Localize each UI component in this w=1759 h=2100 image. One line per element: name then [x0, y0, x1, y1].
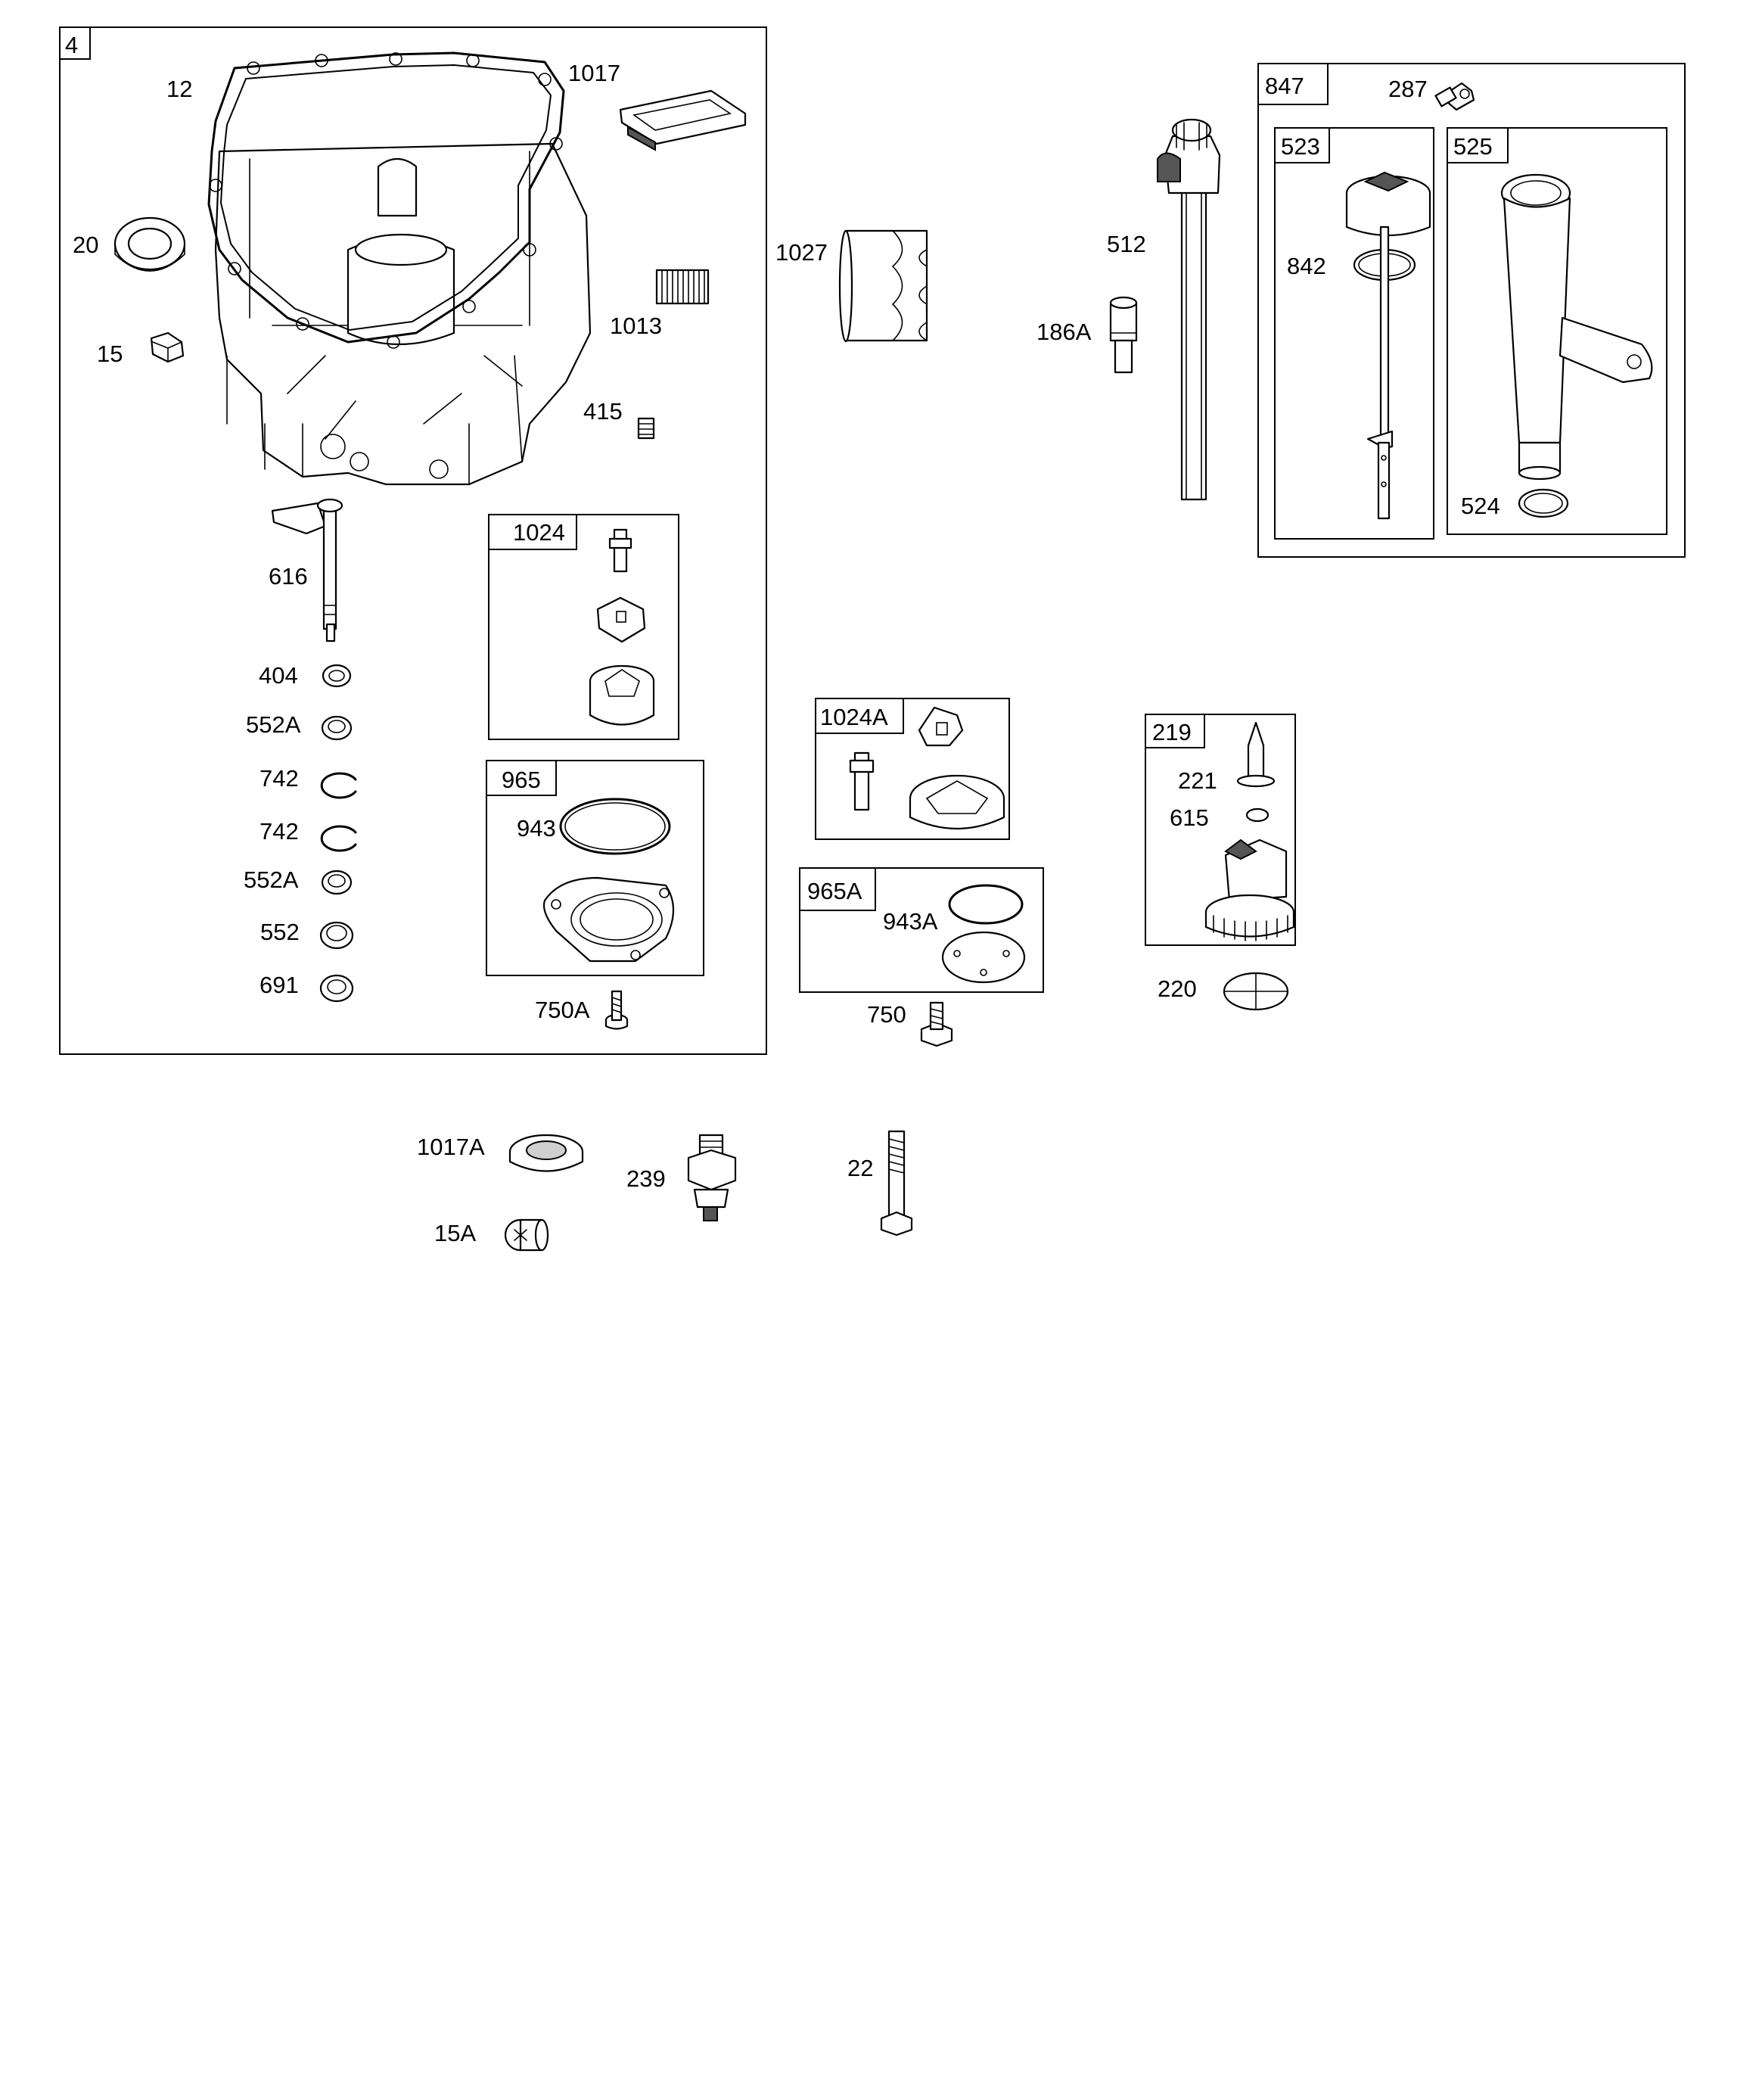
label-615: 615 [1170, 804, 1209, 831]
group-box-965A: 965A [799, 867, 1044, 993]
label-15A: 15A [434, 1220, 476, 1246]
label-20: 20 [73, 232, 98, 258]
crankcase-sump-drawing [207, 51, 592, 486]
group-label-965: 965 [502, 767, 541, 793]
label-512: 512 [1107, 231, 1146, 257]
label-221: 221 [1178, 767, 1217, 794]
label-22: 22 [847, 1155, 873, 1181]
group-label-1024: 1024 [513, 519, 565, 546]
label-1013: 1013 [610, 313, 662, 339]
group-label-1024A: 1024A [820, 704, 888, 730]
plug-415-drawing [637, 417, 655, 440]
breather-valve-drawing [508, 1134, 584, 1172]
label-691: 691 [259, 972, 299, 998]
breather-cover-drawing [619, 89, 747, 151]
governor-gear-drawing [1204, 838, 1295, 941]
label-12: 12 [166, 76, 192, 102]
label-15: 15 [97, 341, 123, 367]
pump-cover-drawing [542, 798, 674, 963]
group-box-4: 4 [59, 26, 767, 1055]
label-842: 842 [1287, 253, 1326, 279]
dipstick-tube-drawing [1157, 118, 1221, 501]
screw-287-drawing [1434, 82, 1475, 111]
label-1027: 1027 [775, 239, 828, 266]
label-287: 287 [1388, 76, 1428, 102]
label-750A: 750A [535, 997, 590, 1023]
label-220: 220 [1158, 975, 1197, 1002]
seal-552A-drawing [321, 870, 353, 895]
group-label-525: 525 [1453, 133, 1493, 160]
label-616: 616 [269, 563, 308, 590]
label-552A: 552A [244, 866, 299, 893]
label-1017A: 1017A [417, 1134, 485, 1160]
group-label-965A: 965A [807, 878, 862, 904]
o-ring-524-drawing [1518, 488, 1569, 518]
group-box-965: 965 [486, 760, 704, 976]
clip-742-drawing [320, 825, 357, 852]
group-label-847: 847 [1265, 73, 1304, 99]
label-404: 404 [259, 662, 298, 689]
group-box-525: 525 [1447, 127, 1667, 535]
oil-pump-rotor-kit-drawing [849, 706, 1005, 830]
seal-552-drawing [319, 921, 354, 950]
oil-filter-drawing [838, 229, 928, 343]
fitting-186A-drawing [1109, 296, 1138, 374]
group-box-847: 847 [1257, 63, 1686, 558]
pump-cover-kit-drawing [941, 884, 1026, 984]
drain-plug-15A-drawing [504, 1218, 549, 1252]
label-750: 750 [867, 1001, 906, 1028]
drain-plug-drawing [150, 331, 185, 363]
label-742: 742 [259, 818, 299, 845]
label-943A: 943A [883, 908, 938, 935]
oil-pump-rotor-drawing [589, 528, 655, 726]
washer-220-drawing [1223, 972, 1289, 1011]
bolt-22-drawing [880, 1130, 913, 1237]
clip-742-drawing [320, 772, 357, 799]
group-label-523: 523 [1281, 133, 1320, 160]
label-415: 415 [583, 398, 623, 425]
group-label-219: 219 [1152, 719, 1192, 745]
label-1017: 1017 [568, 60, 620, 86]
group-box-523: 523 [1274, 127, 1434, 540]
group-label-4: 4 [65, 32, 78, 58]
fill-tube-drawing [1500, 173, 1653, 481]
group-box-1024A: 1024A [815, 698, 1010, 840]
label-552A: 552A [246, 711, 301, 738]
part-labels: 12 1017 20 1013 15 415 616 404 552A 742 … [73, 60, 1500, 1246]
washer-615-drawing [1245, 807, 1270, 823]
label-742: 742 [259, 765, 299, 792]
bolt-750-drawing [920, 1001, 953, 1047]
label-239: 239 [626, 1165, 666, 1192]
group-box-219: 219 [1145, 714, 1296, 946]
oil-seal-drawing [113, 216, 186, 272]
label-943: 943 [517, 815, 556, 842]
label-186A: 186A [1036, 319, 1092, 345]
governor-shaft-drawing [271, 498, 343, 642]
seal-552A-drawing [321, 715, 353, 741]
washer-404-drawing [322, 664, 352, 688]
label-524: 524 [1461, 493, 1500, 519]
filter-element-drawing [655, 269, 710, 305]
pin-221-drawing [1236, 721, 1276, 788]
dipstick-drawing [1345, 171, 1431, 520]
screw-750A-drawing [604, 990, 629, 1030]
label-552: 552 [260, 919, 300, 945]
seal-691-drawing [319, 974, 354, 1003]
group-box-1024: 1024 [488, 514, 679, 740]
oil-pressure-switch-drawing [687, 1134, 737, 1221]
